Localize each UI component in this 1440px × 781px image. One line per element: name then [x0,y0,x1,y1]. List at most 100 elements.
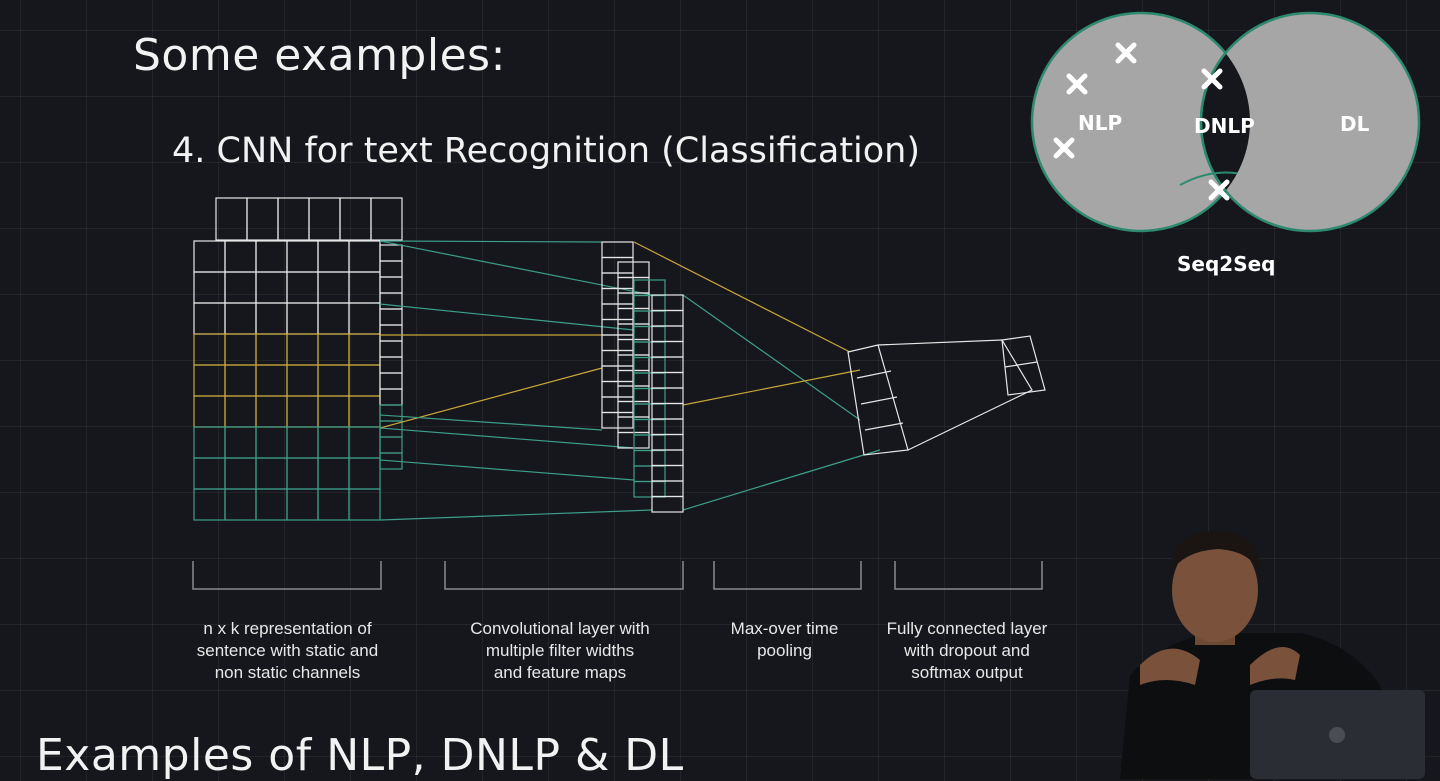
matrix-cell [286,457,319,490]
cnn-diagram [192,197,1046,590]
caption-line: and feature maps [493,663,627,682]
x-mark-icon [1208,179,1230,201]
matrix-cell [255,395,288,428]
feature-map-cell [601,241,634,259]
section-brackets [192,561,1043,590]
presenter-video [1120,530,1425,779]
matrix-cell [255,488,288,521]
matrix-cell [193,395,226,428]
matrix-side-cell [379,276,403,294]
connection-line [379,240,653,296]
feature-maps [601,241,684,513]
matrix-cell [286,395,319,428]
matrix-cell [286,426,319,459]
presenter-hand-left [1140,648,1200,685]
matrix-cell [193,240,226,273]
matrix-cell [255,333,288,366]
connection-line [379,427,635,449]
matrix-cell [286,240,319,273]
venn-label-seq2seq: Seq2Seq [1177,252,1276,276]
pooling-divider [860,396,898,405]
caption-line: with dropout and [904,641,1030,660]
matrix-header-cell [308,197,341,241]
matrix-cell [286,302,319,335]
connection-line [379,367,603,429]
matrix-cell [317,271,350,304]
slide-heading: Some examples: [133,30,506,81]
section-bracket [444,561,684,590]
matrix-cell [317,240,350,273]
x-mark-icon [1201,68,1223,90]
matrix-header-cell [277,197,310,241]
matrix-cell [317,426,350,459]
venn-label-dnlp: DNLP [1194,114,1255,138]
pooling-column [847,344,909,456]
matrix-cell [193,457,226,490]
matrix-cell [348,457,381,490]
matrix-cell [317,457,350,490]
matrix-cell [348,426,381,459]
feature-map-cell [651,294,684,312]
feature-map-cell [651,480,684,498]
matrix-cell [224,364,257,397]
x-mark-stroke [1066,73,1088,95]
connection-line [682,449,881,511]
matrix-cell [193,488,226,521]
matrix-side-cell [379,244,403,262]
caption-max-pooling: Max-over time pooling [712,618,857,662]
matrix-cell [193,426,226,459]
x-mark-stroke [1208,179,1230,201]
section-bracket [894,561,1043,590]
matrix-cell [286,364,319,397]
matrix-cell [224,271,257,304]
matrix-side-cell [379,356,403,374]
venn-label-nlp: NLP [1078,111,1122,135]
slide-subheading: 4. CNN for text Recognition (Classificat… [172,131,921,171]
feature-map-cell [651,325,684,343]
matrix-cell [348,302,381,335]
connection-line [379,509,653,521]
connection-line [379,459,635,481]
connection-line [682,369,861,406]
matrix-cell [224,333,257,366]
next-slide-title: Examples of NLP, DNLP & DL [36,730,684,781]
caption-sentence-representation: n x k representation of sentence with st… [165,618,410,684]
laptop-logo-icon [1329,727,1345,743]
section-bracket [713,561,862,590]
matrix-side-cell [379,260,403,278]
matrix-cell [317,488,350,521]
pooling-divider [856,370,892,379]
connection-line [379,240,603,243]
feature-map-cell [651,464,684,482]
matrix-cell [255,271,288,304]
caption-line: sentence with static and [196,641,379,660]
matrix-cell [224,302,257,335]
matrix-cell [224,426,257,459]
x-mark-icon [1066,73,1088,95]
feature-map-cell [633,449,666,467]
matrix-header-cell [215,197,248,241]
caption-line: non static channels [214,663,361,682]
caption-line: softmax output [911,663,1023,682]
matrix-header-cell [339,197,372,241]
venn-diagram: NLP DNLP DL Seq2Seq [1030,11,1421,276]
matrix-cell [193,364,226,397]
feature-map-cell [651,387,684,405]
matrix-cell [317,302,350,335]
matrix-side-cell [379,436,403,454]
feature-map-cell [651,449,684,467]
matrix-side-cell [379,452,403,470]
matrix-header-cell [370,197,403,241]
x-mark-icon [1053,137,1075,159]
caption-line: pooling [757,641,812,660]
caption-line: Max-over time [730,619,839,638]
section-bracket [192,561,382,590]
matrix-side-cell [379,388,403,406]
matrix-side-cell [379,340,403,358]
matrix-side-cell [379,308,403,326]
matrix-side-cell [379,324,403,342]
connection-line [633,241,851,353]
matrix-cell [348,488,381,521]
feature-map-cell [651,371,684,389]
softmax-divider [1004,361,1038,368]
